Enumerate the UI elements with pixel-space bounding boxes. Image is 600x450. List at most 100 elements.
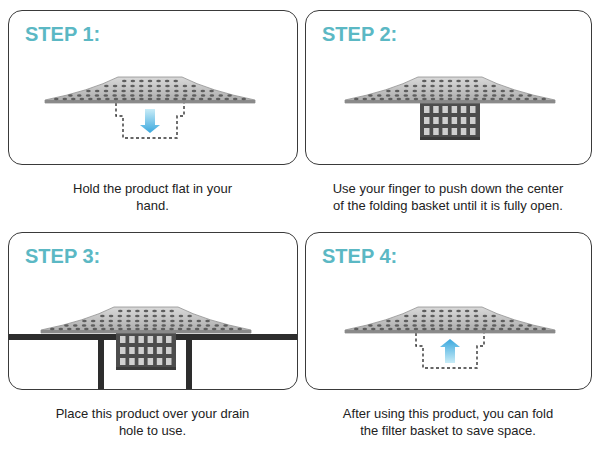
drain-hole xyxy=(439,310,444,313)
drain-strainer xyxy=(345,307,555,368)
drain-hole xyxy=(490,328,495,331)
drain-hole xyxy=(148,94,153,97)
drain-hole xyxy=(182,98,187,101)
drain-hole xyxy=(105,98,110,101)
drain-hole xyxy=(499,98,504,101)
drain-hole xyxy=(82,324,87,327)
drain-hole xyxy=(421,324,426,327)
step-heading: STEP 4: xyxy=(320,245,399,267)
drain-hole xyxy=(386,90,391,93)
drain-hole xyxy=(86,90,91,93)
drain-hole xyxy=(183,94,188,97)
drain-strainer xyxy=(45,77,255,138)
drain-hole xyxy=(157,90,162,93)
drain-hole xyxy=(507,328,512,331)
drain-hole xyxy=(241,98,246,101)
drain-hole xyxy=(144,320,149,323)
drain-hole xyxy=(118,328,123,331)
drain-hole xyxy=(76,328,81,331)
drain-hole xyxy=(483,324,488,327)
filter-basket xyxy=(116,328,176,370)
strainer-disc xyxy=(41,307,251,333)
drain-hole xyxy=(135,310,140,313)
drain-hole xyxy=(492,320,497,323)
drain-hole xyxy=(195,328,200,331)
drain-hole xyxy=(465,94,470,97)
filter-basket xyxy=(420,98,480,140)
basket-slot xyxy=(424,117,430,124)
drain-hole xyxy=(153,320,158,323)
drain-hole xyxy=(527,94,532,97)
drain-hole xyxy=(183,90,188,93)
push-arrow xyxy=(140,109,160,133)
drain-hole xyxy=(109,315,114,318)
drain-hole xyxy=(448,80,453,83)
drain-hole xyxy=(395,90,400,93)
folded-basket-outline xyxy=(116,103,184,138)
drain-hole xyxy=(135,324,140,327)
basket-slot xyxy=(433,106,439,113)
basket-bottom xyxy=(116,367,176,370)
drain-hole xyxy=(448,85,453,88)
drain-hole xyxy=(112,94,117,97)
drain-hole xyxy=(524,328,529,331)
drain-hole xyxy=(456,85,461,88)
drain-hole xyxy=(156,80,161,83)
drain-hole xyxy=(456,80,461,83)
folded-basket-outline xyxy=(416,333,484,368)
drain-hole xyxy=(135,315,140,318)
drain-hole xyxy=(191,85,196,88)
drain-hole xyxy=(422,315,427,318)
strainer-disc xyxy=(345,77,555,103)
basket-slot xyxy=(424,128,430,135)
drain-hole xyxy=(117,324,122,327)
drain-hole xyxy=(179,320,184,323)
drain-hole xyxy=(474,94,479,97)
drain-hole xyxy=(457,90,462,93)
drain-hole xyxy=(84,328,89,331)
drain-hole xyxy=(148,80,153,83)
drain-hole xyxy=(104,90,109,93)
basket-slot xyxy=(461,106,467,113)
drain-hole xyxy=(388,98,393,101)
drain-hole xyxy=(131,98,136,101)
basket-slot xyxy=(166,358,172,365)
step-caption: Use your finger to push down the center … xyxy=(328,180,568,214)
drain-hole xyxy=(492,94,497,97)
drain-hole xyxy=(422,85,427,88)
drain-hole xyxy=(224,98,229,101)
drain-hole xyxy=(439,85,444,88)
drain-hole xyxy=(541,328,546,331)
drain-hole xyxy=(122,98,127,101)
drain-hole xyxy=(233,98,238,101)
drain-hole xyxy=(362,98,367,101)
drain-hole xyxy=(404,315,409,318)
drain-hole xyxy=(139,80,144,83)
drain-hole xyxy=(135,320,140,323)
basket-slot xyxy=(129,336,135,343)
basket-slot xyxy=(120,358,126,365)
strainer-disc xyxy=(45,77,255,103)
drain-hole xyxy=(465,324,470,327)
drain-hole xyxy=(80,98,85,101)
drain-hole xyxy=(501,94,506,97)
basket-slot xyxy=(433,128,439,135)
drain-hole xyxy=(197,324,202,327)
drain-hole xyxy=(491,315,496,318)
drain-hole xyxy=(161,310,166,313)
drain-hole xyxy=(483,85,488,88)
step-panel: STEP 1:Hold the product flat in your han… xyxy=(8,10,298,165)
drain-hole xyxy=(210,94,215,97)
drain-hole xyxy=(448,328,453,331)
drain-hole xyxy=(220,328,225,331)
drain-hole xyxy=(448,324,453,327)
drain-hole xyxy=(413,90,418,93)
drain-hole xyxy=(386,320,391,323)
basket-bottom xyxy=(420,137,480,140)
drain-hole xyxy=(439,98,444,101)
drain-hole xyxy=(403,94,408,97)
drain-hole xyxy=(165,94,170,97)
drain-hole xyxy=(144,328,149,331)
drain-hole xyxy=(413,320,418,323)
basket-slot xyxy=(470,106,476,113)
